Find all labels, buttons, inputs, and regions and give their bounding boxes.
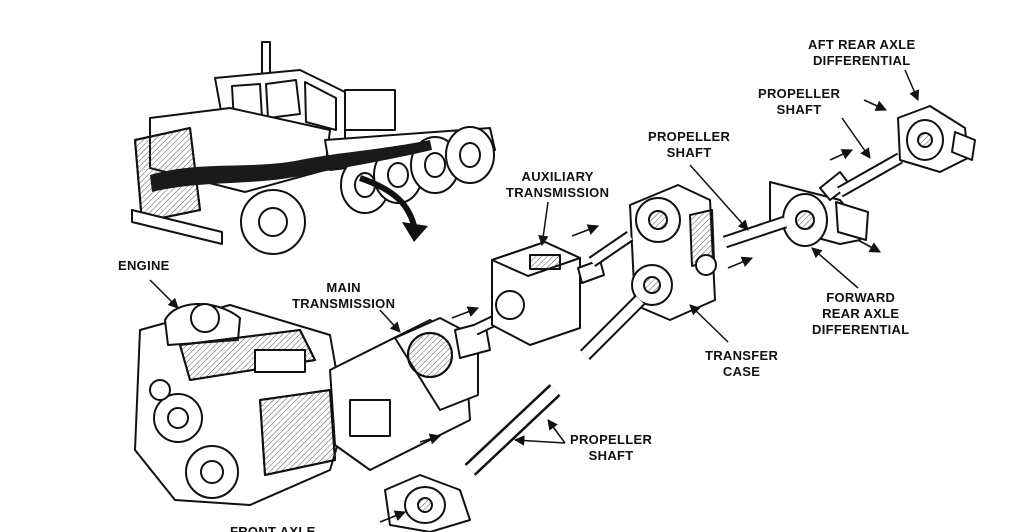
label-engine: ENGINE [118, 258, 170, 273]
label-propeller-shaft-mid: PROPELLER SHAFT [648, 129, 731, 160]
label-aft-rear-axle-differential: AFT REAR AXLE DIFFERENTIAL [808, 37, 916, 68]
flow-arrows [379, 99, 888, 523]
transfer-case-illustration [629, 184, 717, 321]
label-forward-rear-axle-differential: FORWARD REAR AXLE DIFFERENTIAL [812, 290, 910, 337]
main-transmission-illustration [329, 317, 491, 471]
leader-lines [149, 69, 920, 446]
label-propeller-shaft-bottom: PROPELLER SHAFT [570, 432, 653, 463]
aft-rear-axle-differential-illustration [897, 105, 976, 173]
forward-rear-axle-differential-illustration [769, 171, 869, 247]
engine-illustration [134, 303, 346, 506]
front-axle-differential-illustration [384, 474, 471, 532]
auxiliary-transmission-illustration [491, 241, 605, 346]
label-transfer-case: TRANSFER CASE [705, 348, 779, 379]
curved-pointer-arrow [359, 175, 418, 231]
label-front-axle: FRONT AXLE [230, 524, 316, 532]
label-main-transmission: MAIN TRANSMISSION [292, 280, 396, 311]
label-auxiliary-transmission: AUXILIARY TRANSMISSION [506, 169, 610, 200]
power-flow-band [150, 140, 432, 192]
label-propeller-shaft-top: PROPELLER SHAFT [758, 86, 841, 117]
truck-illustration [131, 41, 496, 255]
